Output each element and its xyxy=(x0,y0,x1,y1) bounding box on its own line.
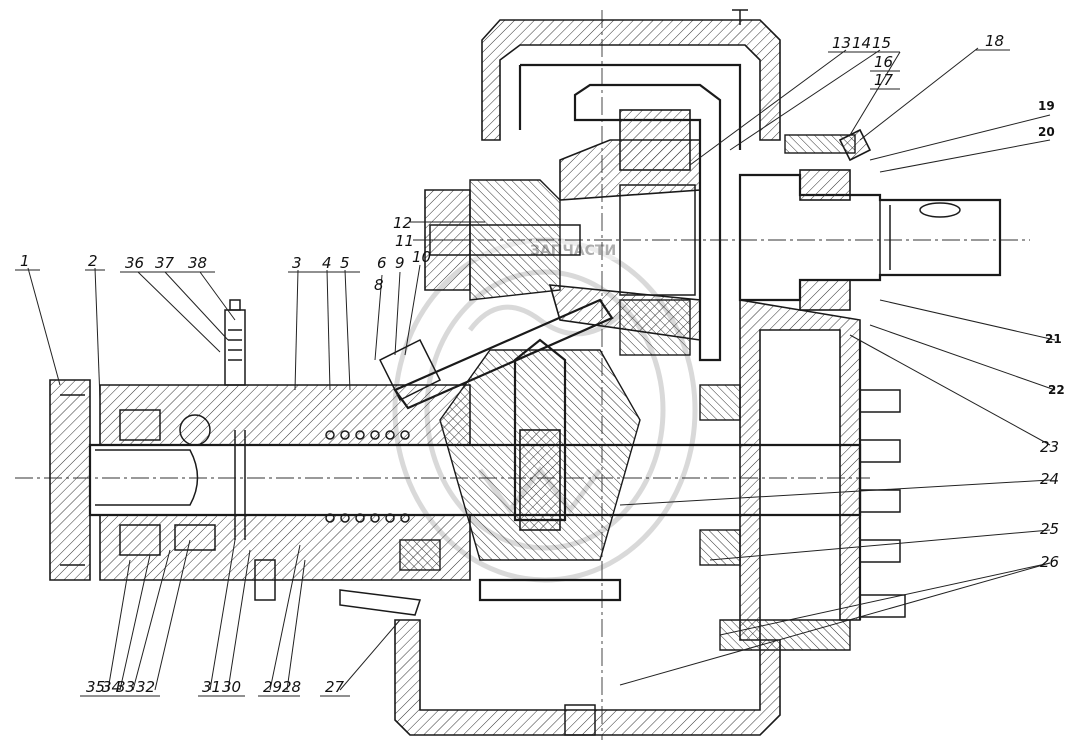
callout-14: 14 xyxy=(852,34,871,52)
callout-1: 1 xyxy=(20,252,30,270)
callout-underlines xyxy=(15,49,1010,697)
callout-24: 24 xyxy=(1040,470,1059,488)
callout-37: 37 xyxy=(155,254,175,272)
left-flange xyxy=(49,379,91,581)
callout-23: 23 xyxy=(1040,438,1059,456)
bearing-balls-top xyxy=(325,430,410,440)
callout-6: 6 xyxy=(377,254,387,272)
callout-10: 10 xyxy=(412,248,431,266)
callout-19: 19 xyxy=(1038,99,1055,113)
callout-26: 26 xyxy=(1040,553,1059,571)
callout-27: 27 xyxy=(325,678,345,696)
lower-bolts xyxy=(254,559,422,616)
leader-lines xyxy=(27,47,1056,691)
callout-18: 18 xyxy=(985,32,1004,50)
callout-32: 32 xyxy=(136,678,155,696)
callout-28: 28 xyxy=(282,678,301,696)
planetary-cluster xyxy=(424,139,701,341)
callout-25: 25 xyxy=(1040,520,1059,538)
callout-34: 34 xyxy=(102,678,121,696)
callout-12: 12 xyxy=(393,214,412,232)
callout-9: 9 xyxy=(395,254,405,272)
callout-35: 35 xyxy=(86,678,105,696)
callout-36: 36 xyxy=(125,254,144,272)
callout-22: 22 xyxy=(1048,383,1065,397)
breather-valve xyxy=(224,299,246,386)
callout-15: 15 xyxy=(872,34,891,52)
callout-4: 4 xyxy=(322,254,332,272)
callout-38: 38 xyxy=(188,254,207,272)
callouts: 1 2 3 4 5 6 8 9 10 11 12 13 14 15 16 17 … xyxy=(20,32,1065,696)
callout-31: 31 xyxy=(202,678,221,696)
callout-17: 17 xyxy=(874,71,894,89)
callout-13: 13 xyxy=(832,34,851,52)
right-cover xyxy=(719,299,906,651)
callout-3: 3 xyxy=(292,254,302,272)
callout-20: 20 xyxy=(1038,125,1055,139)
callout-21: 21 xyxy=(1045,332,1062,346)
callout-29: 29 xyxy=(263,678,282,696)
left-housing xyxy=(99,384,741,581)
bearing-balls-bottom xyxy=(325,513,410,523)
callout-2: 2 xyxy=(88,252,98,270)
callout-8: 8 xyxy=(374,276,384,294)
callout-33: 33 xyxy=(116,678,135,696)
callout-16: 16 xyxy=(874,53,893,71)
callout-11: 11 xyxy=(395,232,414,250)
bevel-gear xyxy=(439,338,641,561)
lower-sump xyxy=(394,578,781,736)
callout-5: 5 xyxy=(340,254,350,272)
callout-30: 30 xyxy=(222,678,241,696)
